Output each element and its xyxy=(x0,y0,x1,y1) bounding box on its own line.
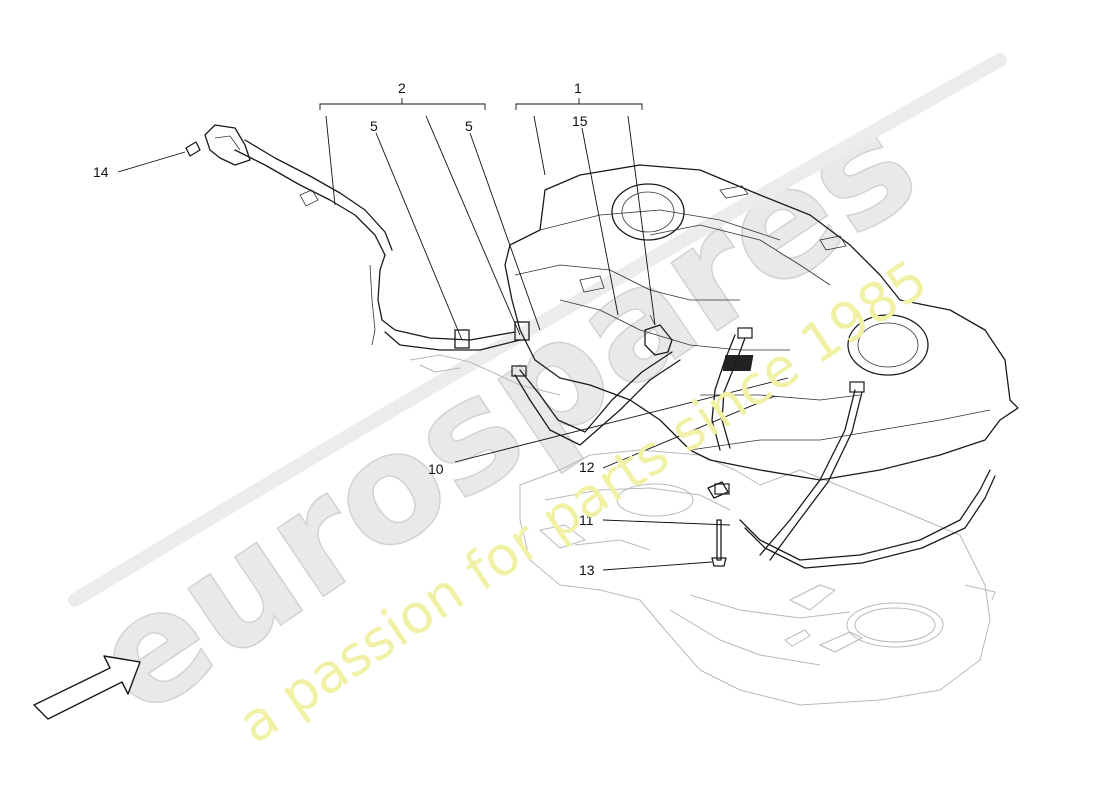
callouts: 1 2 5 5 15 14 10 12 11 13 xyxy=(93,80,595,578)
callout-13: 13 xyxy=(579,562,595,578)
filler-neck xyxy=(204,124,530,351)
group-brace-2 xyxy=(319,98,486,110)
callout-11: 11 xyxy=(579,512,594,528)
leader-lines xyxy=(117,115,789,571)
bracket-12 xyxy=(707,481,729,499)
callout-5-right: 5 xyxy=(465,118,473,134)
valve-15 xyxy=(644,314,673,356)
callout-15: 15 xyxy=(572,113,588,129)
screw-14 xyxy=(185,141,201,157)
callout-10: 10 xyxy=(428,461,444,477)
callout-5-left: 5 xyxy=(370,118,378,134)
fuel-tank xyxy=(504,164,1019,481)
tank-straps xyxy=(511,327,996,569)
callout-14: 14 xyxy=(93,164,109,180)
callout-12: 12 xyxy=(579,459,595,475)
watermark-logo-text: eurospares xyxy=(63,75,947,750)
callout-2: 2 xyxy=(398,80,406,96)
bolt-13 xyxy=(711,519,727,567)
callout-1: 1 xyxy=(574,80,582,96)
watermark-logo: eurospares xyxy=(62,74,947,750)
direction-arrow-icon xyxy=(33,655,141,720)
group-brace-1 xyxy=(515,98,643,110)
